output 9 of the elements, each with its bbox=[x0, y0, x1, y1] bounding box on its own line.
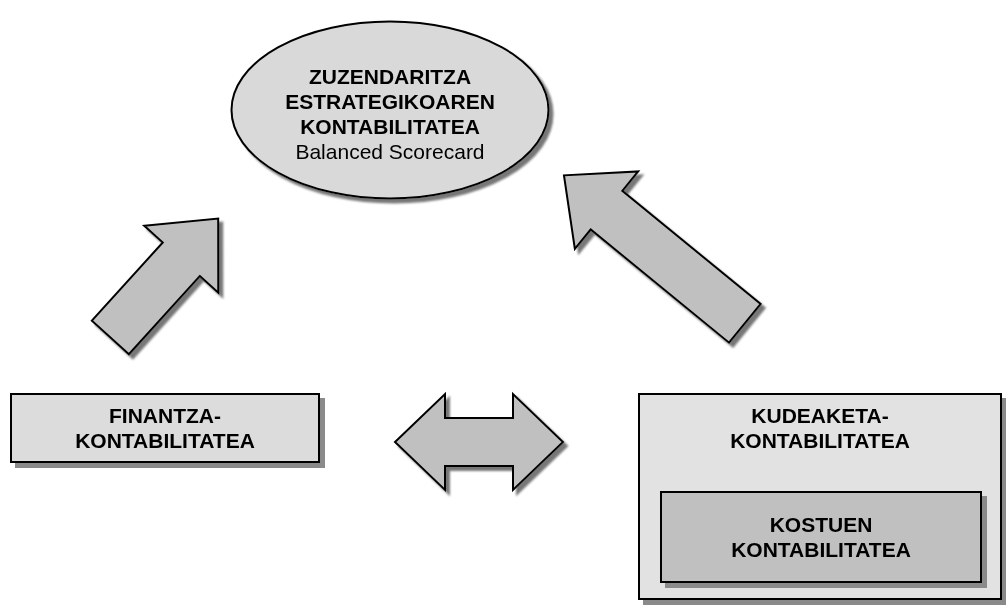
ellipse-node bbox=[230, 20, 550, 200]
block-arrow bbox=[562, 170, 763, 345]
block-arrow bbox=[90, 217, 220, 356]
node-heading: KUDEAKETA- KONTABILITATEA bbox=[729, 403, 911, 453]
node-heading: FINANTZA- KONTABILITATEA bbox=[74, 403, 256, 453]
node-subtitle: Balanced Scorecard bbox=[295, 139, 485, 164]
node-heading: KOSTUEN KONTABILITATEA bbox=[730, 512, 912, 562]
node-heading: ZUZENDARITZA ESTRATEGIKOAREN KONTABILITATEA bbox=[284, 64, 496, 139]
block-arrow bbox=[393, 391, 565, 493]
